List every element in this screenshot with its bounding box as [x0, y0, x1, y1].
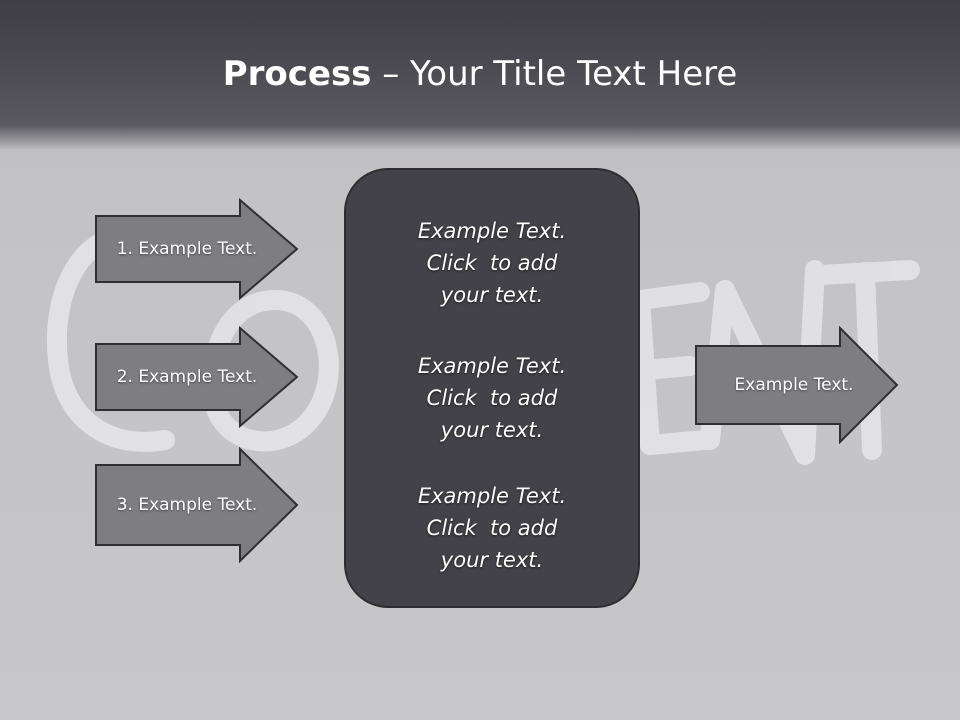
right-arrow-label: Example Text. — [734, 375, 854, 395]
arrow-right-shape — [95, 198, 299, 300]
arrow-right-shape — [95, 326, 299, 428]
right-arrow[interactable]: Example Text. — [694, 326, 900, 444]
center-text-panel[interactable]: Example Text. Click to add your text. Ex… — [344, 168, 640, 608]
left-arrow-1[interactable]: 1. Example Text. — [94, 198, 300, 300]
panel-paragraph-1[interactable]: Example Text. Click to add your text. — [346, 215, 638, 311]
slide-title: Process – Your Title Text Here — [0, 52, 960, 96]
paragraph-line: Example Text. — [417, 484, 567, 508]
paragraph-line: your text. — [440, 283, 544, 307]
paragraph-line: Click to add — [426, 251, 558, 275]
title-bold: Process — [222, 54, 372, 94]
left-arrow-1-label: 1. Example Text. — [116, 239, 258, 259]
panel-paragraph-3[interactable]: Example Text. Click to add your text. — [346, 480, 638, 576]
title-band — [0, 0, 960, 150]
paragraph-line: Click to add — [426, 516, 558, 540]
left-arrow-2[interactable]: 2. Example Text. — [94, 326, 300, 428]
title-rest: – Your Title Text Here — [371, 54, 738, 94]
panel-paragraph-2[interactable]: Example Text. Click to add your text. — [346, 350, 638, 446]
left-arrow-2-label: 2. Example Text. — [116, 367, 258, 387]
left-arrow-3[interactable]: 3. Example Text. — [94, 447, 300, 563]
arrow-right-shape — [695, 326, 899, 444]
arrow-right-shape — [95, 447, 299, 563]
paragraph-line: Example Text. — [417, 219, 567, 243]
paragraph-line: Click to add — [426, 386, 558, 410]
paragraph-line: Example Text. — [417, 354, 567, 378]
paragraph-line: your text. — [440, 418, 544, 442]
paragraph-line: your text. — [440, 548, 544, 572]
left-arrow-3-label: 3. Example Text. — [116, 495, 258, 515]
